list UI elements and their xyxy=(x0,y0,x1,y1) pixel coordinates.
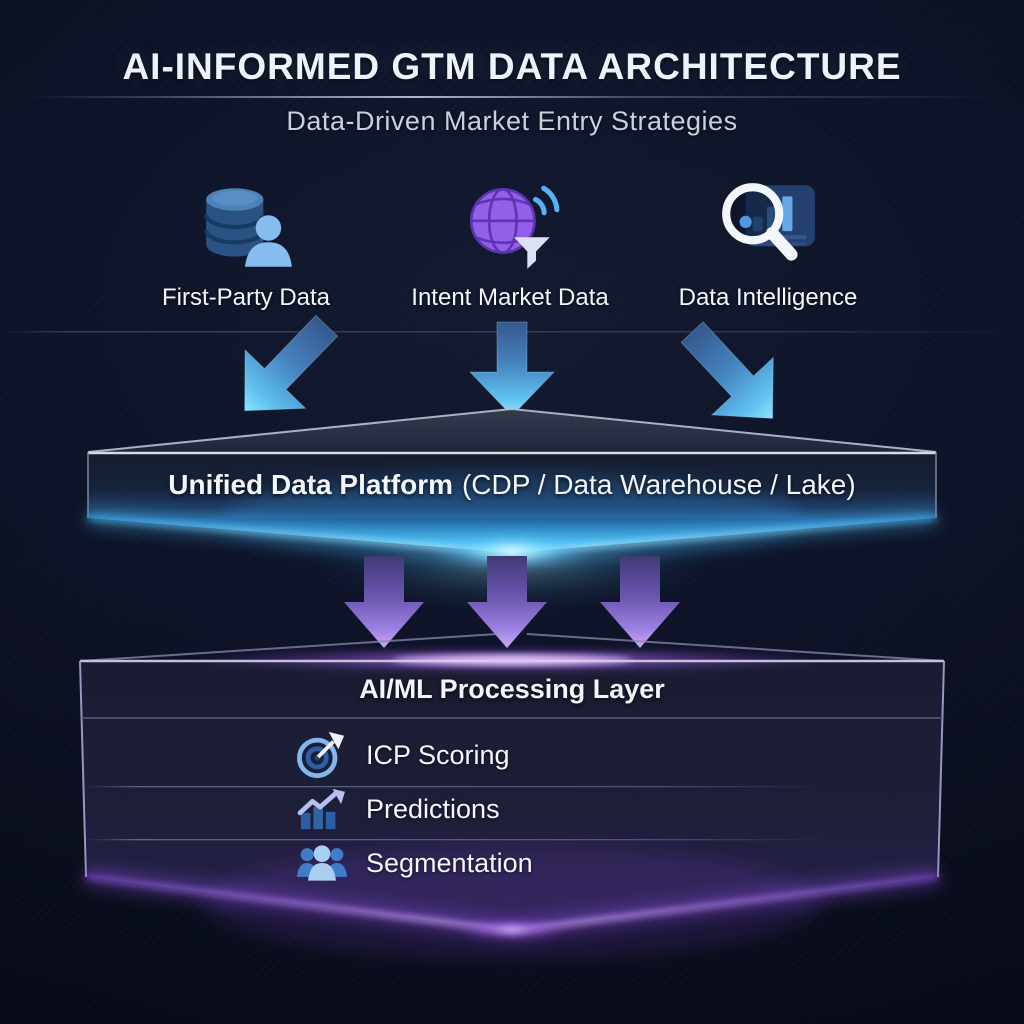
aiml-layer-shape xyxy=(79,633,945,960)
blue-down-arrow-right xyxy=(680,321,774,419)
source-label: Intent Market Data xyxy=(411,284,609,311)
platform-title-detail: (CDP / Data Warehouse / Lake) xyxy=(461,469,856,500)
magnifier-chart-icon xyxy=(715,183,821,274)
target-icon xyxy=(296,730,348,780)
purple-glow-flare-bottom xyxy=(452,917,572,941)
list-item-segmentation: Segmentation xyxy=(296,839,533,887)
unified-platform-shape xyxy=(87,407,937,608)
list-item-label: Predictions xyxy=(366,793,500,824)
source-data-intelligence: Data Intelligence xyxy=(638,183,898,312)
source-label: First-Party Data xyxy=(161,284,331,311)
platform-title-bold: Unified Data Platform xyxy=(168,469,453,500)
list-item-label: ICP Scoring xyxy=(366,739,510,770)
source-first-party-data: First-Party Data xyxy=(116,188,376,312)
people-group-icon xyxy=(296,842,348,884)
list-item-predictions: Predictions xyxy=(296,785,533,833)
title-divider xyxy=(28,96,996,98)
purple-down-arrow-left xyxy=(344,556,424,648)
list-item-icp-scoring: ICP Scoring xyxy=(296,731,533,779)
page-title: AI-INFORMED GTM DATA ARCHITECTURE xyxy=(122,46,902,87)
blue-down-arrow-left xyxy=(244,314,339,412)
purple-down-arrow-middle xyxy=(467,556,547,648)
aiml-items-list: ICP Scoring Predictions xyxy=(296,731,533,893)
page-subtitle: Data-Driven Market Entry Strategies xyxy=(286,106,738,136)
blue-down-arrow-middle xyxy=(468,321,556,417)
globe-signal-funnel-icon xyxy=(457,185,563,274)
purple-down-arrow-right xyxy=(600,556,680,648)
trend-chart-icon xyxy=(296,787,348,831)
source-intent-market-data: Intent Market Data xyxy=(380,185,640,312)
source-label: Data Intelligence xyxy=(678,284,858,311)
database-user-icon xyxy=(195,188,297,274)
aiml-layer-title: AI/ML Processing Layer xyxy=(359,674,665,704)
platform-title: Unified Data Platform (CDP / Data Warehou… xyxy=(88,469,936,501)
list-item-label: Segmentation xyxy=(366,847,533,878)
